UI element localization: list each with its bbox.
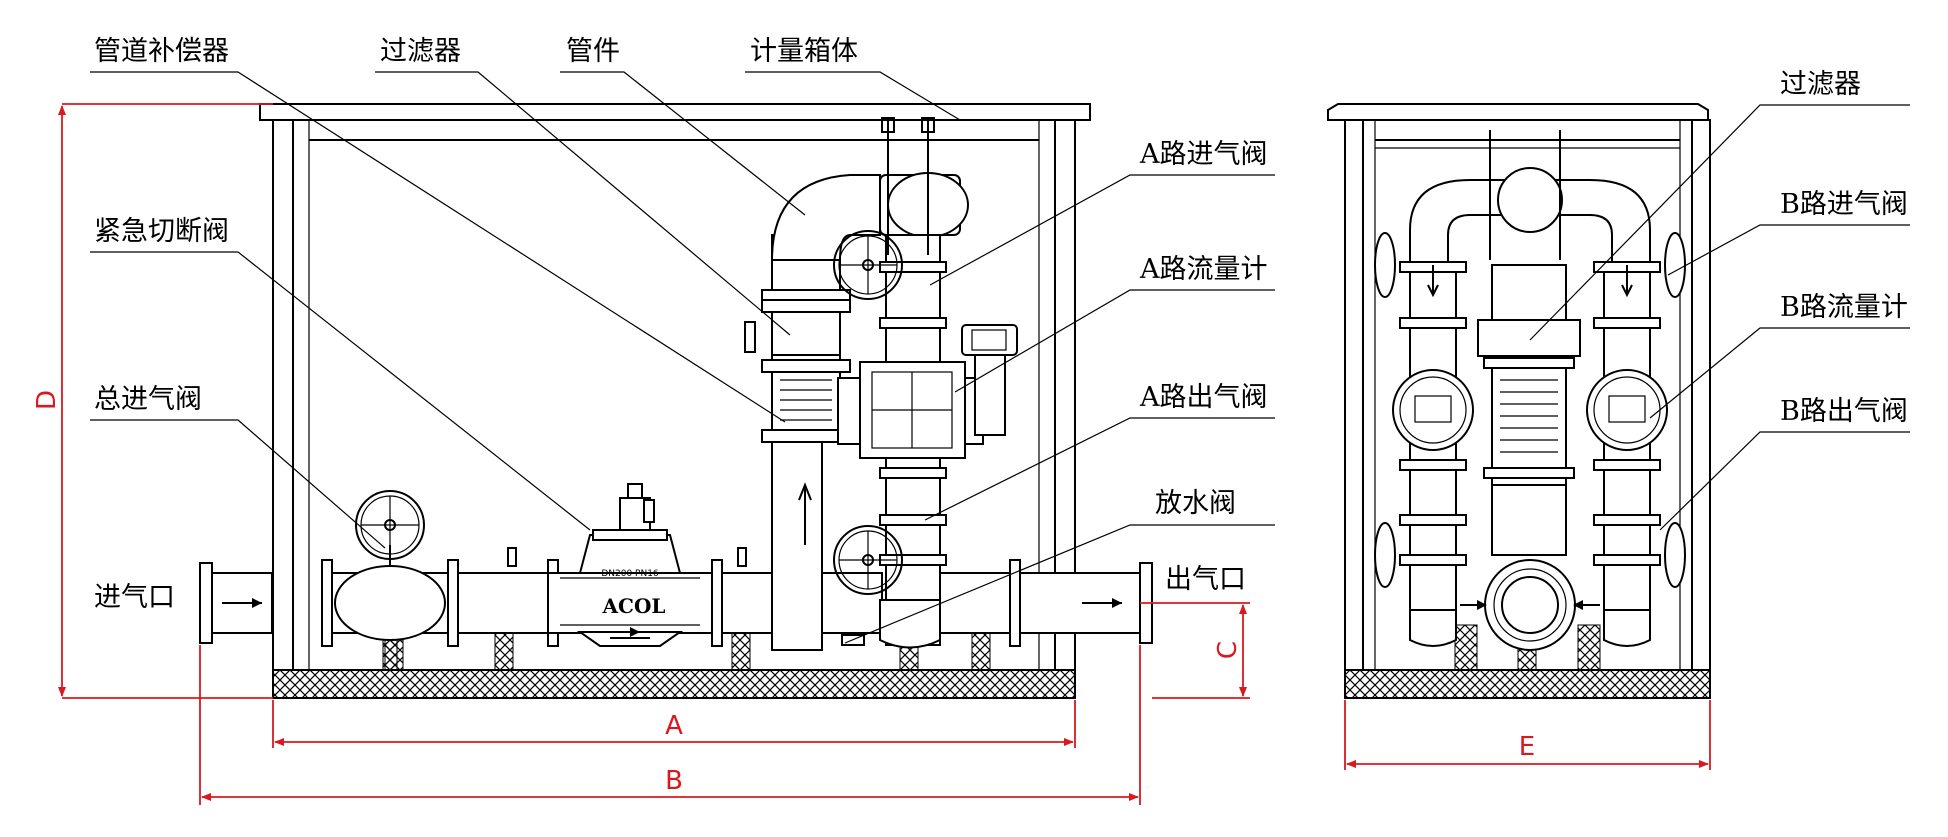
label-fitting: 管件 bbox=[566, 36, 620, 67]
front-a-branch bbox=[1374, 232, 1474, 647]
front-view: 过滤器 B路进气阀 B路流量计 B路出气阀 E bbox=[1327, 69, 1910, 770]
label-box: 计量箱体 bbox=[750, 36, 858, 67]
front-b-branch bbox=[1586, 232, 1686, 647]
dim-d: D bbox=[32, 390, 62, 410]
label-compensator: 管道补偿器 bbox=[94, 36, 229, 67]
label-inlet: 进气口 bbox=[94, 582, 175, 613]
leader-lines-left bbox=[90, 71, 1275, 644]
dimension-e bbox=[1344, 700, 1711, 770]
leader-lines-right bbox=[1529, 104, 1910, 531]
dim-a: A bbox=[665, 711, 683, 741]
dim-c: C bbox=[1213, 641, 1243, 659]
front-flow-arrows bbox=[1460, 600, 1600, 610]
top-manifold bbox=[1409, 179, 1651, 266]
label-front-filter: 过滤器 bbox=[1780, 69, 1861, 100]
label-a-flowmeter: A路流量计 bbox=[1139, 254, 1268, 285]
flow-arrows bbox=[222, 598, 1122, 637]
label-filter: 过滤器 bbox=[380, 36, 461, 67]
emergency-shutoff-valve: DN200 PN16 ACOL bbox=[507, 483, 747, 647]
main-inlet-valve-handwheel bbox=[355, 490, 425, 671]
a-path-assembly bbox=[833, 117, 1018, 649]
cabinet-base bbox=[272, 669, 1076, 699]
dimension-lines-left bbox=[58, 103, 1250, 805]
front-base bbox=[1344, 669, 1711, 699]
riser-assembly bbox=[744, 172, 969, 545]
label-a-outlet-valve: A路出气阀 bbox=[1139, 382, 1268, 413]
label-b-inlet-valve: B路进气阀 bbox=[1780, 189, 1908, 220]
front-filter bbox=[1477, 264, 1581, 651]
label-emergency-valve: 紧急切断阀 bbox=[94, 216, 229, 247]
label-outlet: 出气口 bbox=[1165, 564, 1246, 595]
side-view: DN200 PN16 ACOL bbox=[32, 36, 1275, 805]
label-main-inlet-valve: 总进气阀 bbox=[94, 384, 202, 415]
compensator-bellows bbox=[780, 379, 832, 421]
dim-b: B bbox=[665, 766, 683, 796]
brand-label: ACOL bbox=[602, 594, 666, 618]
label-b-outlet-valve: B路出气阀 bbox=[1780, 396, 1908, 427]
label-b-flowmeter: B路流量计 bbox=[1780, 292, 1908, 323]
valve-marking: DN200 PN16 bbox=[601, 569, 659, 579]
label-a-inlet-valve: A路进气阀 bbox=[1139, 139, 1268, 170]
dim-e: E bbox=[1519, 732, 1535, 762]
front-roof bbox=[1327, 103, 1709, 121]
label-drain-valve: 放水阀 bbox=[1155, 488, 1236, 519]
a-inlet-valve-handwheel bbox=[833, 230, 903, 300]
a-flowmeter bbox=[837, 324, 1018, 459]
a-outlet-valve-handwheel bbox=[833, 525, 903, 595]
